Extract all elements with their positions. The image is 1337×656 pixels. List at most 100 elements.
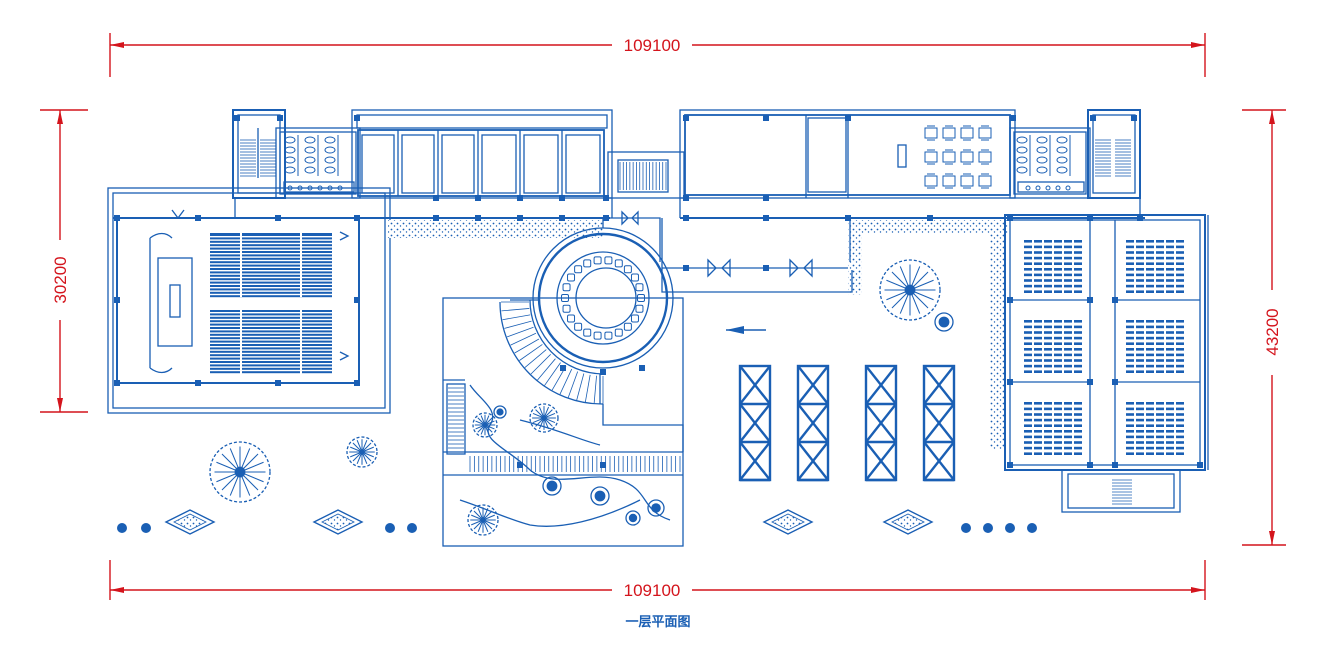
lecture-seat <box>1146 359 1154 362</box>
lecture-seat <box>1126 279 1134 282</box>
lecture-seat <box>1126 331 1134 334</box>
seat-row <box>210 313 332 316</box>
lecture-seat <box>1136 424 1144 427</box>
seat-row <box>210 261 332 264</box>
shrub-icon <box>385 523 395 533</box>
column <box>1087 462 1093 468</box>
toilet-icon <box>1036 166 1048 174</box>
hall-seat <box>623 265 632 274</box>
dining-table <box>978 175 992 187</box>
lecture-seat <box>1146 424 1154 427</box>
lecture-seat <box>1044 402 1052 405</box>
lecture-seat <box>1024 407 1032 411</box>
lecture-seat <box>1126 348 1134 351</box>
lecture-seat <box>1034 407 1042 411</box>
lecture-seat <box>1126 446 1134 450</box>
hall-seat <box>567 273 576 282</box>
seat-row <box>210 330 332 333</box>
lecture-seat <box>1064 268 1072 271</box>
lecture-seat <box>1044 240 1052 243</box>
sink-icon <box>1065 185 1071 191</box>
hall-seat <box>614 259 623 268</box>
lecture-seat <box>1136 325 1144 329</box>
seat-row <box>210 281 332 284</box>
round-hall <box>532 217 674 369</box>
seat-row <box>210 234 332 236</box>
lecture-seat <box>1044 435 1052 439</box>
lecture-seat <box>1126 370 1134 373</box>
lecture-seat <box>1074 402 1082 405</box>
lecture-seat <box>1176 413 1184 416</box>
sink-icon <box>297 185 303 191</box>
toilet-icon <box>1016 146 1028 154</box>
lecture-seat <box>1166 268 1174 271</box>
lecture-seat <box>1034 262 1042 265</box>
lecture-seat <box>1146 245 1154 249</box>
lecture-seat <box>1136 342 1144 345</box>
curved-staircase <box>499 299 604 405</box>
lecture-seat <box>1054 441 1062 444</box>
door-symbols <box>621 210 813 278</box>
column <box>845 115 851 121</box>
lecture-seat <box>1166 256 1174 260</box>
lecture-seat <box>1024 424 1032 427</box>
lecture-seat <box>1044 290 1052 293</box>
hall-seat <box>623 322 632 331</box>
lecture-seat <box>1126 245 1134 249</box>
lecture-seat <box>1064 320 1072 323</box>
lecture-seat <box>1166 430 1174 433</box>
lecture-seat <box>1146 290 1154 293</box>
lecture-seat <box>1064 331 1072 334</box>
lecture-seat <box>1034 342 1042 345</box>
seat-row <box>210 244 332 247</box>
column <box>683 195 689 201</box>
lecture-seat <box>1074 290 1082 293</box>
lecture-seat <box>1136 284 1144 288</box>
column <box>683 265 689 271</box>
seat-row <box>210 340 332 343</box>
lecture-seat <box>1136 251 1144 254</box>
lecture-seat <box>1024 435 1032 439</box>
seat-row <box>210 285 332 287</box>
lecture-seat <box>1064 325 1072 329</box>
lecture-seat <box>1156 446 1164 450</box>
toilet-icon <box>324 156 336 164</box>
hall-seat <box>574 322 583 331</box>
lecture-seat <box>1034 446 1042 450</box>
lecture-seat <box>1176 424 1184 427</box>
lecture-seat <box>1024 359 1032 362</box>
lecture-seat <box>1126 413 1134 416</box>
hall-seat <box>562 304 571 313</box>
lecture-seat <box>1176 331 1184 334</box>
toilet-icon <box>324 136 336 144</box>
seat-row <box>210 274 332 277</box>
column <box>683 215 689 221</box>
lecture-seat <box>1074 364 1082 368</box>
toilet-icon <box>1056 166 1068 174</box>
lecture-seat <box>1126 325 1134 329</box>
diamond-planter-icon <box>882 509 934 535</box>
lecture-seat <box>1024 262 1032 265</box>
shrub-icon <box>983 523 993 533</box>
lecture-seat <box>1064 279 1072 282</box>
lecture-seat <box>1146 240 1154 243</box>
lecture-seat <box>1166 348 1174 351</box>
shrub-icon <box>493 405 507 419</box>
lecture-seat <box>1146 279 1154 282</box>
seat-row <box>210 371 332 374</box>
lecture-seat <box>1024 320 1032 323</box>
lecture-seat <box>1024 240 1032 243</box>
shrub-icon <box>625 510 641 526</box>
lecture-seat <box>1156 256 1164 260</box>
lecture-seat <box>1054 435 1062 439</box>
dimension-top-label: 109100 <box>624 36 681 55</box>
lecture-seat <box>1034 418 1042 422</box>
lecture-seat <box>1156 320 1164 323</box>
lecture-seat <box>1156 342 1164 345</box>
lecture-seat <box>1176 268 1184 271</box>
lecture-seat <box>1024 452 1032 455</box>
lecture-seat <box>1024 245 1032 249</box>
shrub-icon <box>934 312 954 332</box>
toilet-icon <box>284 146 296 154</box>
hall-seat <box>583 328 592 337</box>
